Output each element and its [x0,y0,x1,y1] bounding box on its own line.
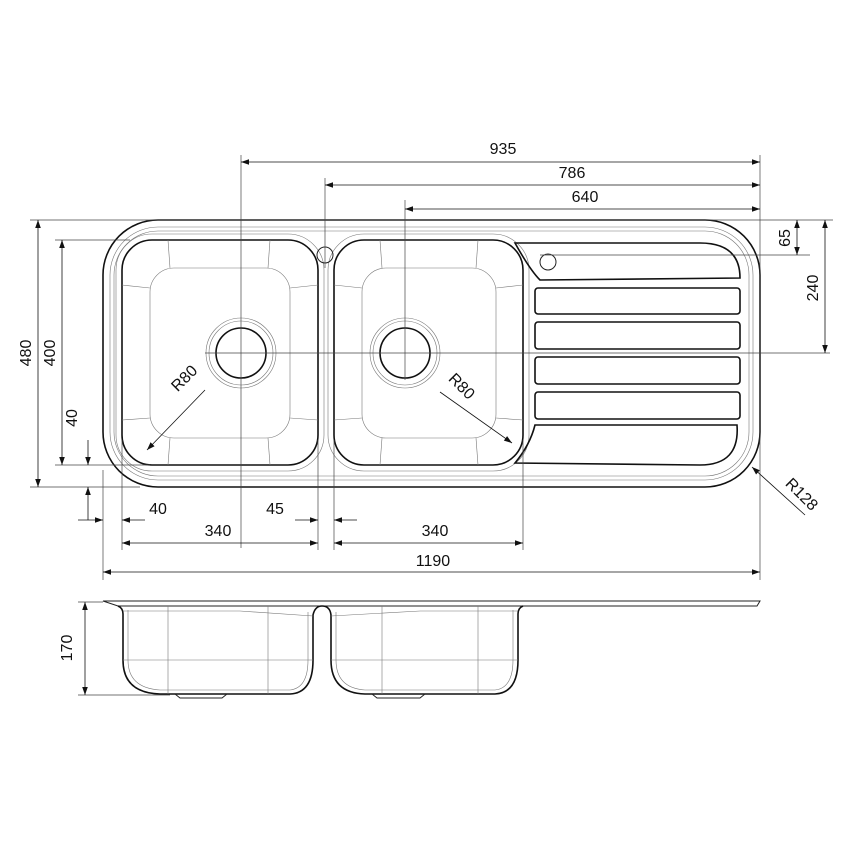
dim-935: 935 [490,141,517,158]
right-bowl [327,233,530,472]
sink-side-view [78,600,761,699]
dim-1190: 1190 [416,553,451,570]
dim-340-right: 340 [422,523,449,540]
dimension-labels: 935 786 640 65 240 480 400 40 40 45 340 … [18,141,822,661]
drainer-board [513,242,741,466]
drain-outlet-left [174,693,228,699]
dim-640: 640 [572,189,599,206]
sink-outline [102,219,761,488]
dim-40-horizontal: 40 [149,501,167,518]
dim-240: 240 [805,275,822,302]
drain-outlet-right [371,693,426,699]
dim-340-left: 340 [205,523,232,540]
left-bowl [115,233,325,472]
dim-45: 45 [266,501,284,518]
dim-480: 480 [18,340,35,367]
tap-hole-icon [539,253,557,271]
dim-170: 170 [59,635,76,662]
dim-786: 786 [559,165,586,182]
dim-r80-left: R80 [168,362,201,395]
extension-lines [30,155,833,580]
dim-65: 65 [777,229,794,247]
dim-r80-right: R80 [445,370,478,403]
dim-400: 400 [42,340,59,367]
dim-40-vertical: 40 [64,409,81,427]
dim-r128: R128 [782,475,821,514]
sink-top-view [102,155,830,548]
dimension-lines [35,159,828,695]
